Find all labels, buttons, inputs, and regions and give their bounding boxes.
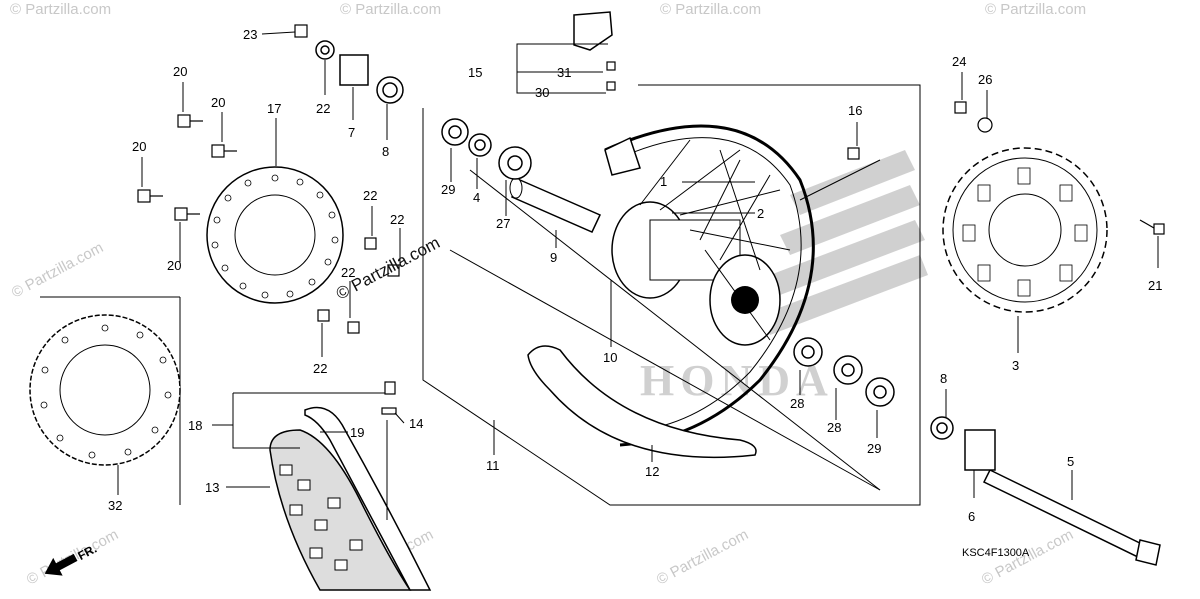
part-label: 24 bbox=[952, 54, 966, 69]
part-label: 10 bbox=[603, 350, 617, 365]
rim-strip bbox=[527, 345, 757, 459]
wheel-rim bbox=[604, 124, 815, 447]
part-label: 18 bbox=[188, 418, 202, 433]
brake-disc-large bbox=[29, 314, 181, 466]
part-label: 8 bbox=[940, 371, 947, 386]
honda-wing-logo: HONDA bbox=[640, 150, 928, 405]
inner-tube bbox=[304, 406, 432, 591]
watermark: © Partzilla.com bbox=[985, 1, 1086, 18]
part-label: 2 bbox=[757, 206, 764, 221]
diagram-code: KSC4F1300A bbox=[962, 547, 1030, 559]
sprocket bbox=[942, 147, 1108, 313]
part-label: 20 bbox=[132, 139, 146, 154]
part-label: 3 bbox=[1012, 358, 1019, 373]
watermark: © Partzilla.com bbox=[340, 1, 441, 18]
part-label: 19 bbox=[350, 425, 364, 440]
part-label: 15 bbox=[468, 65, 482, 80]
wheel-assembly-box bbox=[422, 84, 921, 506]
part-label: 21 bbox=[1148, 278, 1162, 293]
wheel-hub bbox=[611, 139, 791, 346]
part-label: 20 bbox=[173, 64, 187, 79]
part-label: 26 bbox=[978, 72, 992, 87]
part-label: 28 bbox=[827, 420, 841, 435]
fasteners bbox=[137, 24, 1165, 415]
part-label: 20 bbox=[167, 258, 181, 273]
watermark: © Partzilla.com bbox=[654, 526, 751, 588]
part-label: 22 bbox=[341, 265, 355, 280]
watermark: © Partzilla.com bbox=[9, 239, 106, 301]
part-label: 28 bbox=[790, 396, 804, 411]
part-label: 22 bbox=[363, 188, 377, 203]
part-label: 29 bbox=[441, 182, 455, 197]
part-label: 32 bbox=[108, 498, 122, 513]
collar bbox=[509, 177, 602, 233]
leader-lines bbox=[117, 31, 1159, 520]
part-label: 14 bbox=[409, 416, 423, 431]
watermark: © Partzilla.com bbox=[10, 1, 111, 18]
part-label: 6 bbox=[968, 509, 975, 524]
part-label: 30 bbox=[535, 85, 549, 100]
part-label: 9 bbox=[550, 250, 557, 265]
part-label: 17 bbox=[267, 101, 281, 116]
part-label: 22 bbox=[313, 361, 327, 376]
part-label: 22 bbox=[316, 101, 330, 116]
part-label: 4 bbox=[473, 190, 480, 205]
watermark: © Partzilla.com bbox=[660, 1, 761, 18]
part-label: 11 bbox=[486, 458, 500, 473]
part-label: 5 bbox=[1067, 454, 1074, 469]
part-label: 23 bbox=[243, 27, 257, 42]
tire bbox=[269, 429, 412, 591]
part-label: 22 bbox=[390, 212, 404, 227]
part-label: 31 bbox=[557, 65, 571, 80]
part-label: 20 bbox=[211, 95, 225, 110]
part-label: 16 bbox=[848, 103, 862, 118]
part-label: 7 bbox=[348, 125, 355, 140]
brand-mark: HONDA bbox=[640, 356, 834, 405]
part-label: 8 bbox=[382, 144, 389, 159]
part-label: 13 bbox=[205, 480, 219, 495]
part-label: 29 bbox=[867, 441, 881, 456]
reference-lines bbox=[449, 159, 881, 491]
part-labels: 23 22 7 8 20 20 20 20 17 22 22 22 22 15 … bbox=[108, 27, 1162, 524]
part-label: 27 bbox=[496, 216, 510, 231]
axle bbox=[982, 469, 1161, 566]
adjusters bbox=[315, 11, 996, 471]
bearings bbox=[441, 118, 895, 407]
part-label: 12 bbox=[645, 464, 659, 479]
brake-disc bbox=[206, 166, 344, 304]
part-label: 1 bbox=[660, 174, 667, 189]
